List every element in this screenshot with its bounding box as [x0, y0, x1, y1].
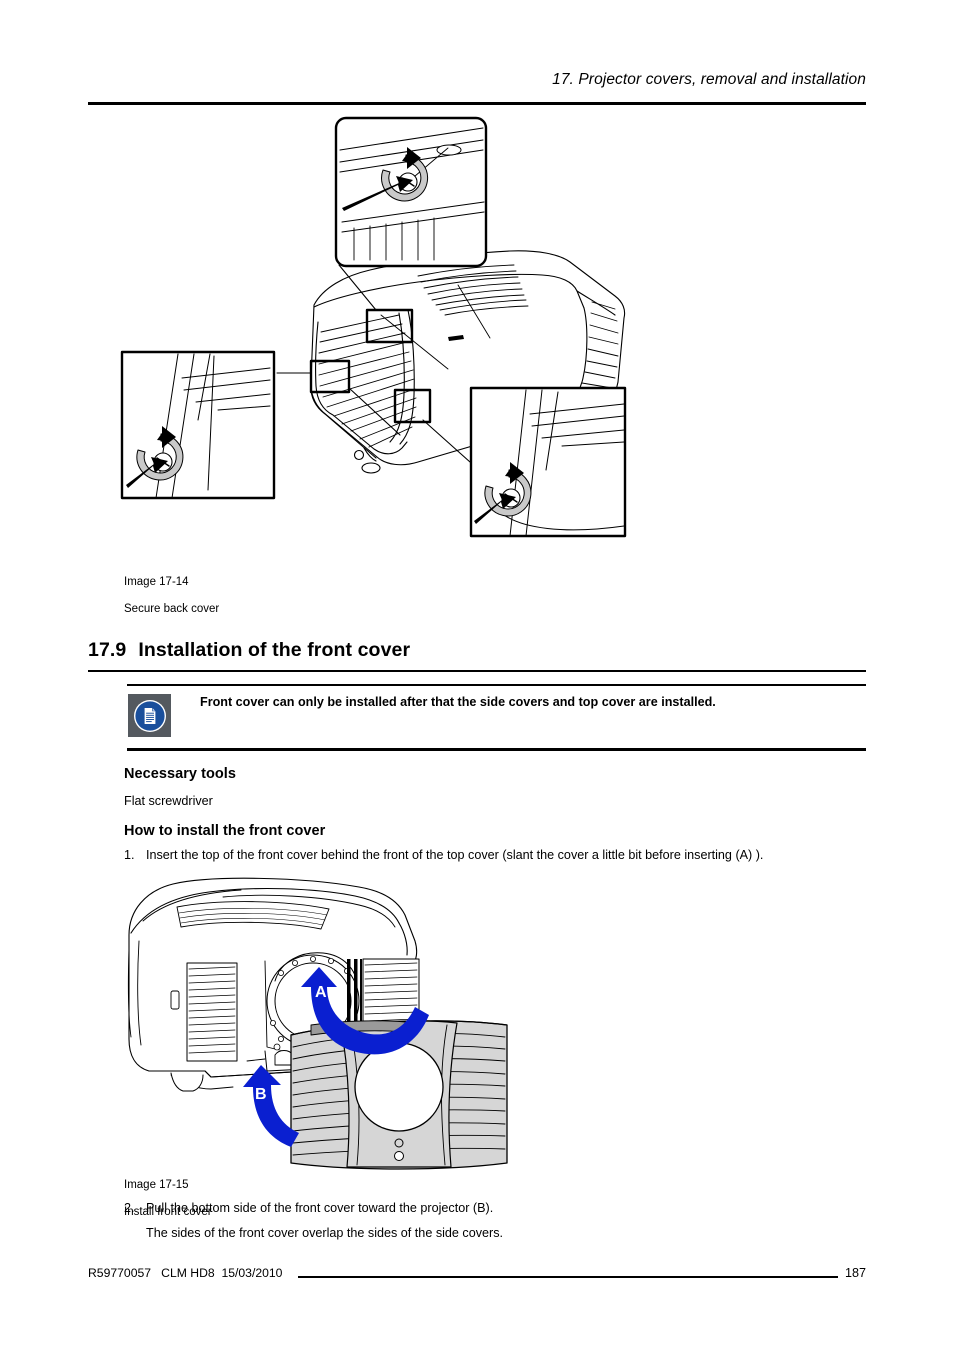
necessary-tools-value: Flat screwdriver: [124, 794, 213, 808]
interior-left-fins: [186, 962, 238, 1062]
leader-top: [338, 264, 377, 311]
necessary-tools-heading: Necessary tools: [124, 766, 236, 782]
figure-caption-id: Image 17-15: [124, 1178, 189, 1191]
arrow-b-label: B: [255, 1086, 267, 1103]
footer-page-number: 187: [844, 1266, 866, 1280]
leader-right: [422, 419, 471, 463]
procedure-heading: How to install the front cover: [124, 823, 326, 839]
figure-secure-back-cover: [118, 110, 648, 570]
callout-target-left: [309, 359, 351, 394]
figure-caption-17-15: Image 17-15 Install front cover: [124, 1165, 212, 1219]
note-rule-bottom: [127, 748, 866, 751]
header-rule: [88, 102, 866, 105]
arrow-a-label: A: [315, 984, 327, 1001]
section-title: Installation of the front cover: [138, 639, 411, 661]
figure-caption-id: Image 17-14: [124, 575, 189, 588]
step-1-text: Insert the top of the front cover behind…: [146, 848, 764, 862]
procedure-step-1: 1. Insert the top of the front cover behi…: [124, 847, 864, 864]
screw-rotation-indicator-right: [474, 462, 532, 524]
document-note-icon-glyph: [133, 699, 166, 732]
callout-target-right: [393, 388, 432, 424]
figure-caption-17-14: Image 17-14 Secure back cover: [124, 562, 219, 616]
note-text: Front cover can only be installed after …: [200, 695, 716, 709]
figure-caption-title: Install front cover: [124, 1205, 212, 1218]
callout-box-left: [120, 350, 276, 500]
arrow-b-indicator: B: [243, 1065, 299, 1147]
section-rule: [88, 670, 866, 672]
note-rule-top: [127, 684, 866, 686]
section-number: 17.9: [88, 639, 127, 661]
front-cover-panel: [290, 1020, 508, 1170]
screw-rotation-indicator-top: [342, 147, 429, 211]
callout-box-right: [469, 386, 627, 538]
footer-rule: [298, 1276, 838, 1278]
step-2-number: 2.: [124, 1201, 135, 1215]
figure-caption-title: Secure back cover: [124, 602, 220, 615]
callout-box-top: [334, 116, 488, 268]
running-header-title: 17. Projector covers, removal and instal…: [552, 71, 866, 88]
section-heading: 17.9 Installation of the front cover: [88, 639, 410, 662]
screw-rotation-indicator-left: [126, 426, 184, 488]
document-note-icon: [128, 694, 171, 737]
footer-document-reference: R59770057 CLM HD8 15/03/2010: [88, 1266, 283, 1280]
arrow-a-indicator: A: [301, 967, 429, 1055]
step-2-text: Pull the bottom side of the front cover …: [146, 1201, 494, 1215]
callout-target-top: [365, 308, 414, 344]
figure-install-front-cover: A B: [115, 875, 585, 1170]
step-1-number: 1.: [124, 848, 135, 862]
procedure-step-2-note: The sides of the front cover overlap the…: [146, 1226, 504, 1240]
leader-left-b: [348, 387, 401, 436]
procedure-step-2: 2. Pull the bottom side of the front cove…: [124, 1200, 864, 1217]
